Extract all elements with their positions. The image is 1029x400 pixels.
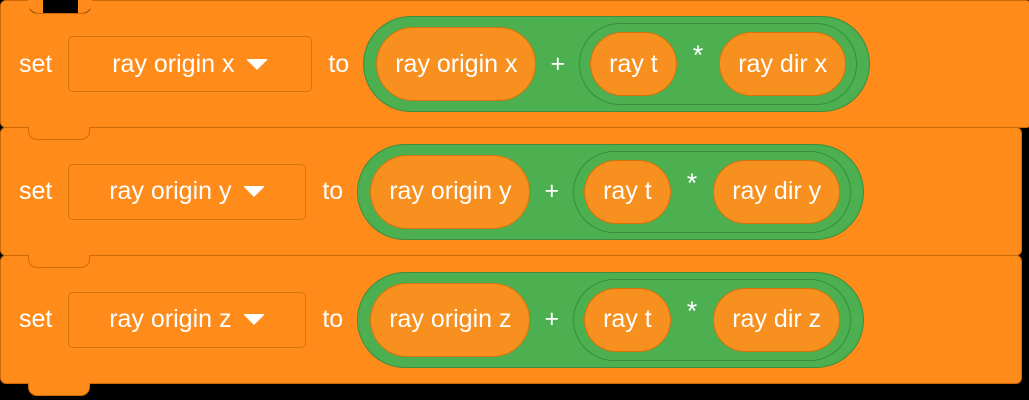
block-seam-notch (28, 255, 90, 268)
variable-reporter[interactable]: ray dir y (713, 159, 841, 224)
multiply-operator-symbol: * (686, 295, 698, 326)
variable-reporter[interactable]: ray origin z (370, 282, 531, 357)
variable-reporter[interactable]: ray t (584, 159, 671, 224)
set-keyword-label: set (19, 49, 53, 78)
variable-reporter[interactable]: ray dir x (719, 32, 847, 96)
chevron-down-icon (243, 314, 266, 325)
block-seam-notch (28, 127, 90, 140)
block-top-notch (28, 0, 92, 14)
variable-dropdown-label: ray origin x (112, 49, 235, 78)
variable-reporter[interactable]: ray origin y (370, 154, 531, 229)
operator-multiply-block[interactable]: ray t * ray dir z (573, 278, 852, 361)
variable-reporter[interactable]: ray origin x (376, 27, 537, 101)
variable-dropdown-label: ray origin z (109, 305, 232, 333)
to-keyword-label: to (322, 177, 344, 205)
to-keyword-label: to (322, 305, 344, 333)
block-bottom-notch (28, 383, 90, 396)
chevron-down-icon (246, 58, 269, 70)
variable-dropdown[interactable]: ray origin y (68, 163, 307, 220)
variable-dropdown[interactable]: ray origin x (68, 36, 313, 92)
add-operator-symbol: + (550, 49, 566, 78)
to-keyword-label: to (328, 49, 350, 78)
set-keyword-label: set (19, 177, 53, 205)
set-variable-block[interactable]: set ray origin z to ray origin z + ray t… (0, 255, 1022, 384)
variable-dropdown[interactable]: ray origin z (68, 291, 307, 348)
operator-multiply-block[interactable]: ray t * ray dir x (579, 23, 858, 105)
variable-dropdown-label: ray origin y (109, 177, 232, 205)
multiply-operator-symbol: * (686, 167, 698, 198)
variable-reporter[interactable]: ray t (590, 32, 677, 96)
multiply-operator-symbol: * (692, 40, 704, 70)
chevron-down-icon (243, 186, 266, 197)
add-operator-symbol: + (544, 177, 560, 205)
operator-add-block[interactable]: ray origin x + ray t * ray dir x (363, 16, 871, 112)
set-variable-block[interactable]: set ray origin x to ray origin x + ray t… (0, 0, 1029, 128)
set-keyword-label: set (19, 305, 53, 333)
operator-add-block[interactable]: ray origin z + ray t * ray dir z (357, 271, 865, 368)
operator-add-block[interactable]: ray origin y + ray t * ray dir y (357, 143, 865, 240)
variable-reporter[interactable]: ray dir z (713, 287, 841, 352)
set-variable-block[interactable]: set ray origin y to ray origin y + ray t… (0, 127, 1022, 256)
variable-reporter[interactable]: ray t (584, 287, 671, 352)
operator-multiply-block[interactable]: ray t * ray dir y (573, 150, 852, 233)
add-operator-symbol: + (544, 305, 560, 333)
